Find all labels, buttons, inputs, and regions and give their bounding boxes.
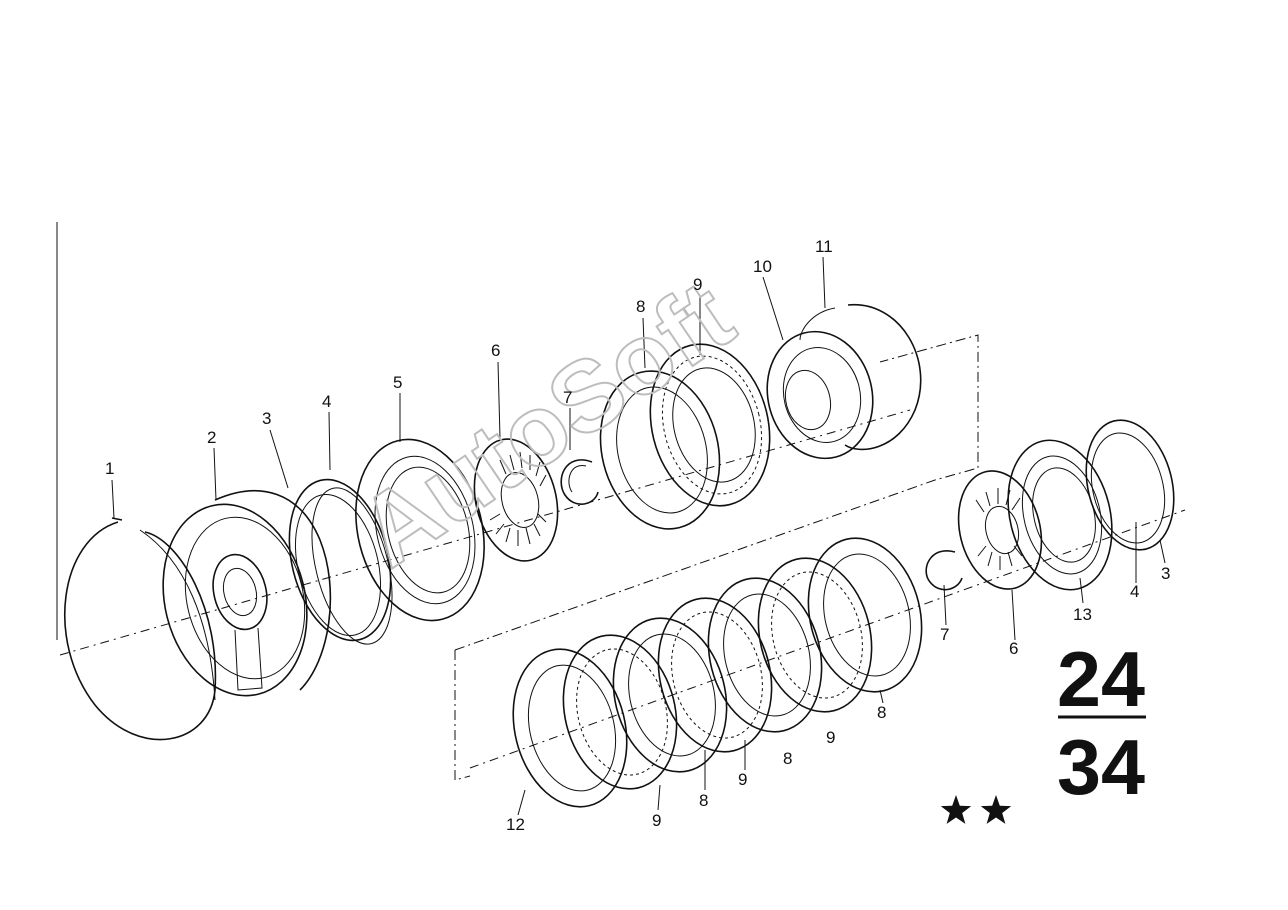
callout-9: 9 [693,275,702,294]
leader-lines [111,256,1166,816]
callout-11: 11 [815,237,833,256]
part-3-seal-ring-lower [1085,419,1175,551]
callout-5: 5 [393,373,402,392]
callout-8: 8 [636,297,645,316]
callout-7-lower: 7 [940,625,949,644]
part-7-circlip-lower [925,549,963,591]
watermark-text: AutoSoft [340,259,753,588]
callout-8-lower-a: 8 [877,703,886,722]
callout-9-lower-a: 9 [826,728,835,747]
part-1-snap-ring [64,517,217,741]
lower-clutch-plate-8-a [807,537,923,693]
lower-clutch-plate-8-b [707,577,823,733]
callout-13: 13 [1073,605,1092,624]
lower-axis [469,509,1186,769]
group-number-bottom: 34 [1057,723,1145,811]
part-3-4-seal-rings [288,478,393,645]
callout-8-lower-b: 8 [783,749,792,768]
group-number-top: 24 [1057,635,1145,723]
part-6-spring-disc-upper [473,438,559,562]
part-7-circlip-upper [560,459,599,505]
callout-1: 1 [105,459,114,478]
part-13-piston-lower [1007,439,1113,591]
stars-rating [940,795,1012,824]
lower-frame-left [454,650,471,781]
callout-10: 10 [753,257,772,276]
callout-12: 12 [506,815,525,834]
lower-clutch-plate-8-c [612,617,728,773]
callout-8-lower-c: 8 [699,791,708,810]
part-9-friction-plate-upper [649,343,771,507]
part-12-lower-plate [512,648,628,808]
part-5-piston [355,438,485,622]
part-10-pressure-plate [766,330,874,460]
callout-2: 2 [207,428,216,447]
part-11-snap-ring [799,304,922,451]
callout-9-lower-c: 9 [652,811,661,830]
callout-3-lower: 3 [1161,564,1170,583]
callout-4-lower: 4 [1130,582,1139,601]
star-icon [980,795,1012,824]
lower-frame-right [454,334,979,651]
callout-6: 6 [491,341,500,360]
callout-7: 7 [563,388,572,407]
part-8-steel-plate-upper [599,370,721,530]
star-icon [940,795,972,824]
callout-6-lower: 6 [1009,639,1018,658]
part-2-clutch-drum [139,490,332,701]
lower-clutch-plate-9-a [757,557,873,713]
callout-3: 3 [262,409,271,428]
callout-9-lower-b: 9 [738,770,747,789]
part-6-spring-disc-lower [957,470,1043,590]
callout-4: 4 [322,392,331,411]
